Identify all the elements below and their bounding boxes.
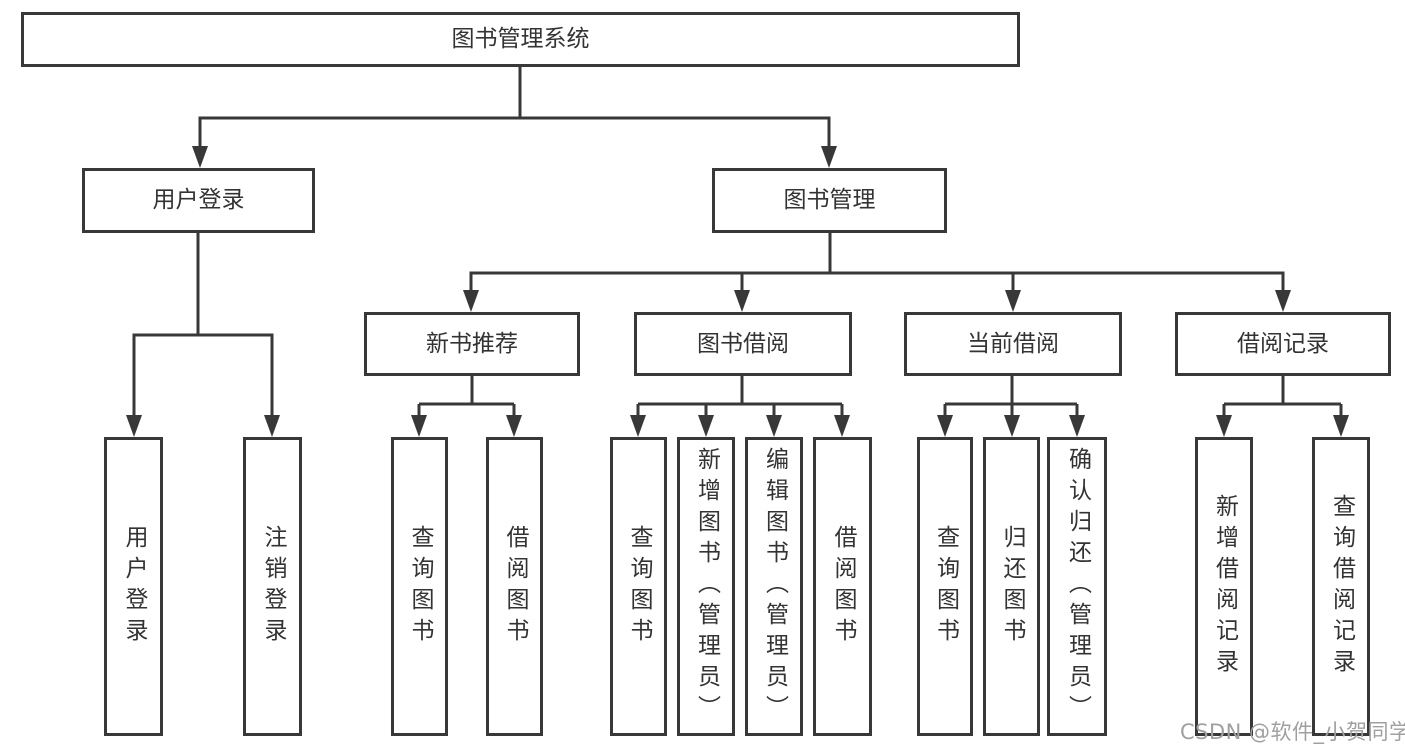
- leaf-logout: 注销登录: [243, 437, 302, 736]
- arrowhead: [264, 415, 280, 437]
- arrowhead: [463, 290, 479, 312]
- leaf-query-books-current: 查询图书: [917, 437, 973, 736]
- leaf-borrow-books-recommend: 借阅图书: [486, 437, 543, 736]
- connector-current-split: [943, 376, 1079, 419]
- arrowhead: [937, 415, 953, 437]
- leaf-query-borrow-record: 查询借阅记录: [1312, 437, 1370, 736]
- arrowhead: [766, 415, 782, 437]
- arrowhead: [734, 290, 750, 312]
- connector-borrowing-split: [636, 376, 844, 419]
- arrowhead: [834, 415, 850, 437]
- csdn-watermark: CSDN @软件_小贺同学: [1180, 720, 1405, 744]
- leaf-edit-books-admin: 编辑图书（管理员）: [745, 437, 803, 736]
- node-root-library-system: 图书管理系统: [21, 12, 1020, 67]
- connector-recommend-split: [417, 376, 516, 419]
- leaf-query-books-borrowing: 查询图书: [610, 437, 667, 736]
- connector-records-split: [1222, 376, 1343, 419]
- arrowhead: [1275, 290, 1291, 312]
- arrowhead: [1005, 290, 1021, 312]
- arrowhead: [698, 415, 714, 437]
- node-book-borrowing: 图书借阅: [634, 312, 852, 376]
- arrowhead: [1069, 415, 1085, 437]
- leaf-add-borrow-record: 新增借阅记录: [1195, 437, 1253, 736]
- connector-bookmgmt-split: [469, 271, 1285, 294]
- node-new-book-recommend: 新书推荐: [364, 312, 580, 376]
- leaf-confirm-return-admin: 确认归还（管理员）: [1047, 437, 1107, 736]
- leaf-query-books-recommend: 查询图书: [391, 437, 448, 736]
- arrowhead: [630, 415, 646, 437]
- connector-userlogin-split: [132, 333, 274, 419]
- arrowhead: [126, 415, 142, 437]
- arrowhead: [1004, 415, 1020, 437]
- connector-root-split: [198, 116, 831, 150]
- arrowhead: [1333, 415, 1349, 437]
- arrowhead: [506, 415, 522, 437]
- node-user-login: 用户登录: [82, 168, 315, 233]
- leaf-add-books-admin: 新增图书（管理员）: [677, 437, 735, 736]
- leaf-borrow-books-borrowing: 借阅图书: [813, 437, 872, 736]
- node-current-borrowing: 当前借阅: [904, 312, 1122, 376]
- arrowhead: [821, 146, 837, 168]
- arrowhead: [192, 146, 208, 168]
- node-borrowing-records: 借阅记录: [1175, 312, 1391, 376]
- node-book-management: 图书管理: [712, 168, 947, 233]
- arrowhead: [411, 415, 427, 437]
- leaf-return-books: 归还图书: [983, 437, 1040, 736]
- arrowheads: [126, 146, 1349, 437]
- arrowhead: [1216, 415, 1232, 437]
- leaf-user-login: 用户登录: [104, 437, 163, 736]
